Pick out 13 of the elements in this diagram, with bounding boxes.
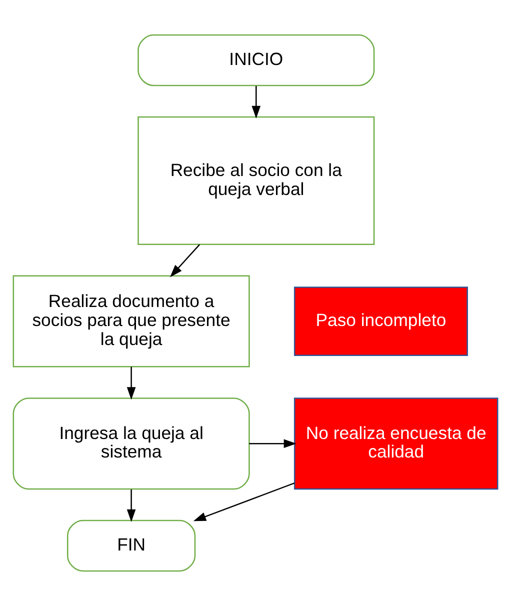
arrow xyxy=(252,85,261,118)
arrow xyxy=(193,482,295,521)
node-box: Paso incompleto xyxy=(294,286,468,356)
node-box: Realiza documento a socios para que presente la queja xyxy=(12,274,250,367)
arrow xyxy=(170,244,200,277)
node-box: No realiza encuesta de calidad xyxy=(294,397,498,490)
arrow xyxy=(126,488,136,522)
node-box: FIN xyxy=(66,519,196,572)
arrow xyxy=(249,438,296,448)
arrow xyxy=(126,366,136,400)
node-box: Recibe al socio con la queja verbal xyxy=(138,116,375,244)
node-box: INICIO xyxy=(138,34,375,86)
node-box: Ingresa la queja al sistema xyxy=(12,397,250,490)
